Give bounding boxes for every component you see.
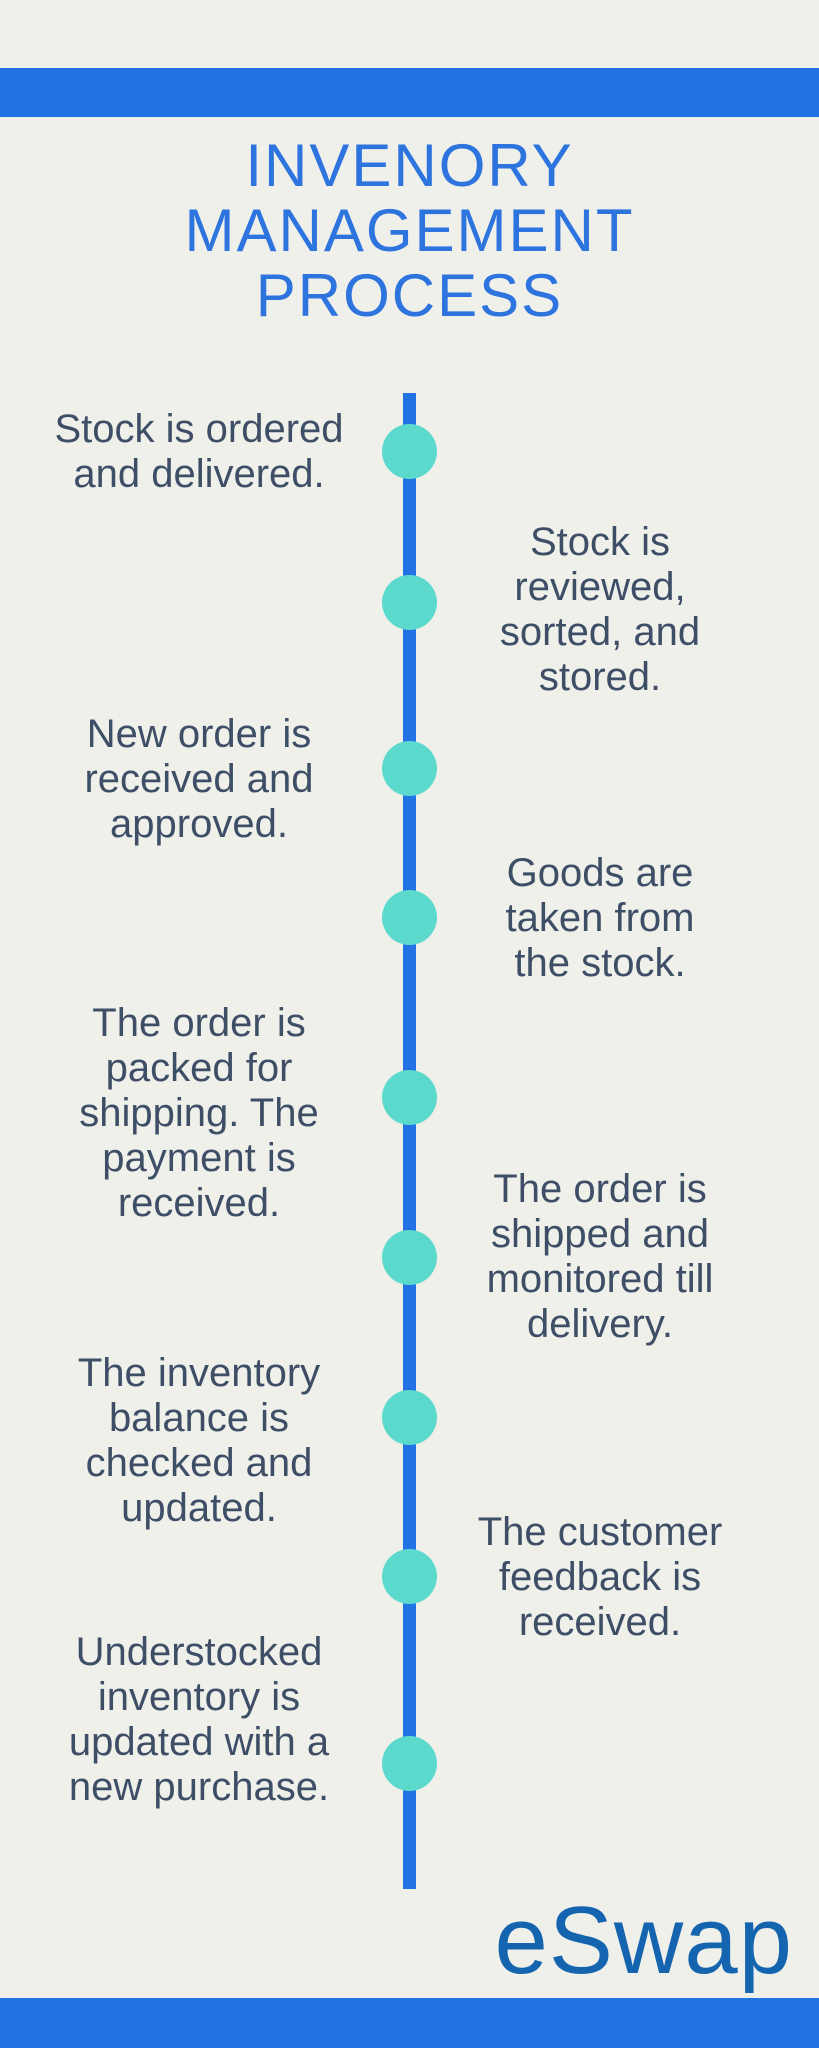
timeline-dot: [382, 1736, 437, 1791]
timeline-step-7: The inventory balance is checked and upd…: [77, 1351, 321, 1530]
timeline-step-1: Stock is ordered and delivered.: [54, 407, 344, 496]
timeline-dot: [382, 1230, 437, 1285]
timeline-step-9: Understocked inventory is updated with a…: [68, 1630, 330, 1809]
timeline-dot: [382, 890, 437, 945]
bottom-accent-bar: [0, 1998, 819, 2048]
timeline-dot: [382, 1549, 437, 1604]
timeline-step-3: New order is received and approved.: [84, 712, 314, 846]
timeline-step-2: Stock is reviewed, sorted, and stored.: [499, 520, 701, 699]
timeline-step-8: The customer feedback is received.: [477, 1510, 723, 1644]
timeline-dot: [382, 1390, 437, 1445]
timeline-dot: [382, 575, 437, 630]
eswap-brand-logo: eSwap: [494, 1887, 793, 1994]
timeline-dot: [382, 741, 437, 796]
timeline-dot: [382, 1070, 437, 1125]
timeline-step-5: The order is packed for shipping. The pa…: [79, 1001, 319, 1225]
timeline-step-6: The order is shipped and monitored till …: [486, 1167, 714, 1346]
page-title: INVENORY MANAGEMENT PROCESS: [184, 132, 635, 329]
timeline-step-4: Goods are taken from the stock.: [505, 851, 695, 985]
timeline-dot: [382, 424, 437, 479]
top-accent-bar: [0, 68, 819, 117]
